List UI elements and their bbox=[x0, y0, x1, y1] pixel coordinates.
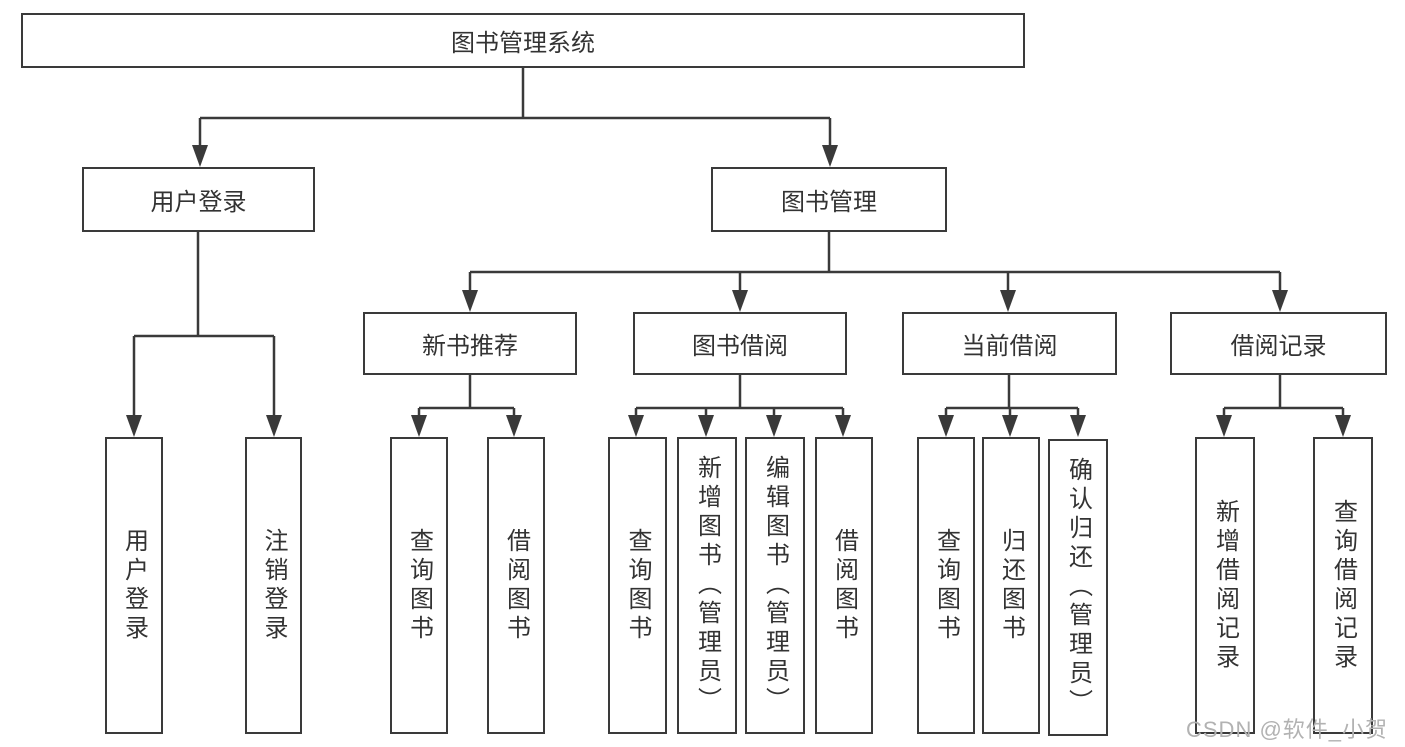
leaf-user-login: 用户登录 bbox=[105, 437, 163, 734]
leaf-query-borrow-record: 查询借阅记录 bbox=[1313, 437, 1373, 734]
leaf-return-books: 归还图书 bbox=[982, 437, 1040, 734]
leaf-borrow-books: 借阅图书 bbox=[487, 437, 545, 734]
node-user-login: 用户登录 bbox=[82, 167, 315, 232]
leaf-add-book-admin: 新增图书（管理员） bbox=[677, 437, 737, 734]
leaf-borrow-books: 借阅图书 bbox=[815, 437, 873, 734]
leaf-edit-book-admin: 编辑图书（管理员） bbox=[745, 437, 805, 734]
node-new-book-recommend: 新书推荐 bbox=[363, 312, 577, 375]
node-book-management: 图书管理 bbox=[711, 167, 947, 232]
leaf-query-books: 查询图书 bbox=[608, 437, 667, 734]
arrowheads bbox=[126, 145, 1351, 437]
leaf-query-books: 查询图书 bbox=[917, 437, 975, 734]
node-book-borrowing: 图书借阅 bbox=[633, 312, 847, 375]
node-current-borrowing: 当前借阅 bbox=[902, 312, 1117, 375]
node-library-system: 图书管理系统 bbox=[21, 13, 1025, 68]
node-borrow-records: 借阅记录 bbox=[1170, 312, 1387, 375]
leaf-logout: 注销登录 bbox=[245, 437, 302, 734]
leaf-confirm-return-admin: 确认归还（管理员） bbox=[1048, 439, 1108, 736]
leaf-query-books: 查询图书 bbox=[390, 437, 448, 734]
leaf-add-borrow-record: 新增借阅记录 bbox=[1195, 437, 1255, 734]
